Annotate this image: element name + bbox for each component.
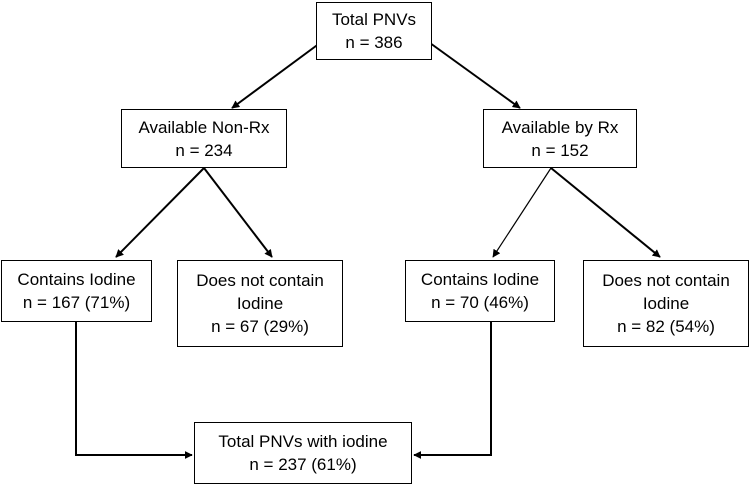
edge-total-to-rx — [429, 42, 521, 109]
node-total-pnvs-with-iodine-count: n = 237 (61%) — [249, 455, 357, 474]
node-nonrx-contains-iodine: Contains Iodine n = 167 (71%) — [1, 260, 152, 322]
node-available-by-rx-title: Available by Rx — [501, 117, 619, 137]
node-rx-no-iodine: Does not contain Iodine n = 82 (54%) — [583, 260, 749, 347]
node-nonrx-no-iodine-count: n = 67 (29%) — [211, 317, 309, 336]
edge-rx-to-no-iodine — [550, 167, 661, 258]
node-total-pnvs-count: n = 386 — [345, 33, 403, 52]
node-total-pnvs-title: Total PNVs — [331, 10, 417, 29]
node-rx-contains-iodine-count: n = 70 (46%) — [431, 293, 529, 312]
node-total-pnvs-with-iodine-title: Total PNVs with iodine — [218, 432, 388, 451]
node-total-pnvs: Total PNVs n = 386 — [316, 2, 432, 60]
node-rx-contains-iodine-title: Contains Iodine — [420, 270, 540, 289]
node-total-pnvs-with-iodine: Total PNVs with iodine n = 237 (61%) — [194, 422, 412, 484]
node-available-non-rx-count: n = 234 — [175, 140, 233, 160]
node-available-non-rx: Available Non-Rx n = 234 — [121, 109, 287, 168]
edge-total-to-nonrx — [231, 42, 321, 109]
edge-nonrx-iodine-to-total — [75, 322, 193, 459]
edge-nonrx-to-no-iodine — [203, 167, 273, 258]
node-available-non-rx-title: Available Non-Rx — [138, 117, 270, 137]
node-rx-no-iodine-count: n = 82 (54%) — [617, 317, 715, 336]
edge-rx-to-iodine — [492, 167, 552, 258]
node-rx-contains-iodine: Contains Iodine n = 70 (46%) — [405, 260, 555, 322]
node-nonrx-no-iodine-title: Does not contain — [196, 271, 324, 290]
node-available-by-rx-count: n = 152 — [531, 140, 589, 160]
node-available-by-rx: Available by Rx n = 152 — [483, 109, 637, 168]
node-rx-no-iodine-title-2: Iodine — [642, 294, 690, 313]
node-nonrx-contains-iodine-title: Contains Iodine — [17, 270, 136, 289]
node-nonrx-no-iodine-title-2: Iodine — [236, 294, 284, 313]
node-rx-no-iodine-title: Does not contain — [602, 271, 730, 290]
edge-rx-iodine-to-total — [413, 322, 492, 459]
node-nonrx-contains-iodine-count: n = 167 (71%) — [22, 293, 131, 312]
node-nonrx-no-iodine: Does not contain Iodine n = 67 (29%) — [177, 260, 343, 347]
edge-nonrx-to-iodine — [115, 167, 205, 258]
